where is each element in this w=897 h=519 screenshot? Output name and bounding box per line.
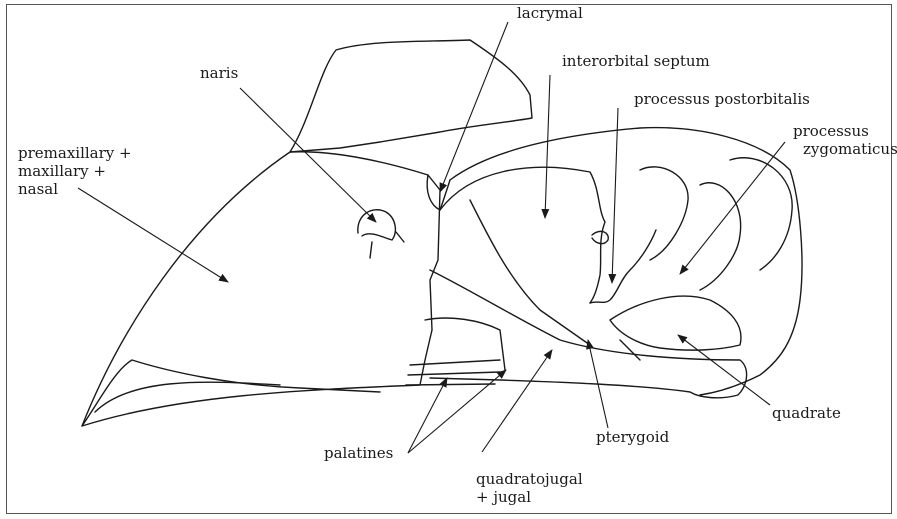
orbit-curve [440, 167, 605, 303]
label-pterygoid: pterygoid [596, 428, 669, 446]
naris-outline [358, 210, 404, 258]
arrow-palatines-2 [408, 370, 506, 453]
septum-notch [592, 231, 608, 243]
zygomatic-loops [640, 158, 792, 290]
label-premaxillary: premaxillary + maxillary + nasal [18, 144, 132, 198]
label-processus-zygomaticus: processus zygomaticus [793, 122, 897, 158]
label-premaxillary-line3: nasal [18, 180, 132, 198]
arrow-quadrate [678, 335, 770, 405]
arrow-premaxillary [78, 188, 228, 282]
quadrate-outline [610, 296, 741, 360]
arrow-processus-postorbitalis [612, 108, 618, 283]
beak-hook-line [95, 382, 280, 412]
label-premaxillary-line2: maxillary + [18, 162, 132, 180]
palatine-region [406, 318, 505, 385]
jugal-bar [430, 270, 747, 398]
label-processus-postorbitalis: processus postorbitalis [634, 90, 810, 108]
arrow-naris [240, 88, 376, 222]
lacrymal-process [427, 175, 450, 210]
pointer-arrows [78, 22, 785, 453]
label-premaxillary-line1: premaxillary + [18, 144, 132, 162]
arrow-lacrymal [440, 22, 508, 192]
label-quadratojugal-line1: quadratojugal [476, 470, 583, 488]
label-palatines: palatines [324, 444, 393, 462]
label-processus-zygomaticus-line2: zygomaticus [793, 140, 897, 158]
label-quadratojugal: quadratojugal + jugal [476, 470, 583, 506]
label-processus-zygomaticus-line1: processus [793, 122, 897, 140]
arrow-interorbital-septum [545, 75, 550, 218]
label-lacrymal: lacrymal [517, 4, 583, 22]
label-naris: naris [200, 64, 238, 82]
label-quadrate: quadrate [772, 404, 841, 422]
lacrymal-block [290, 40, 532, 152]
septum-ridge [470, 200, 590, 345]
label-quadratojugal-line2: + jugal [476, 488, 583, 506]
arrow-palatines-1 [408, 378, 447, 453]
arrow-processus-zygomaticus [680, 142, 785, 274]
arrow-quadratojugal [482, 350, 552, 452]
label-interorbital-septum: interorbital septum [562, 52, 710, 70]
